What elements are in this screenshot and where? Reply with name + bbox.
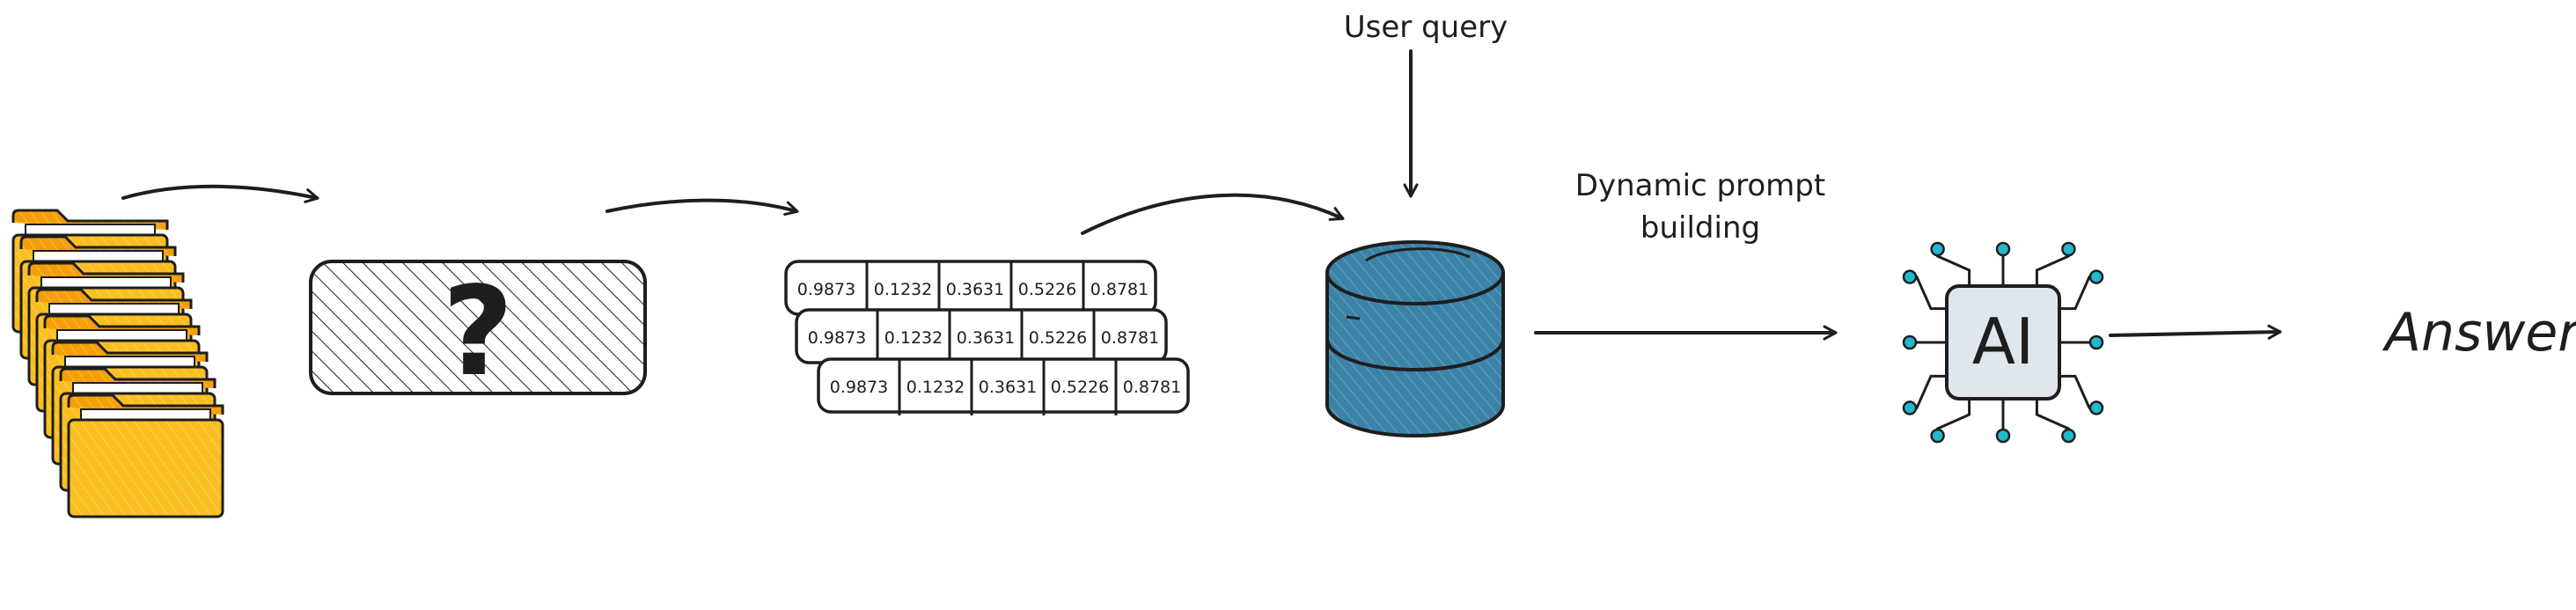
embedding-vectors: 0.9873 0.1232 0.3631 0.5226 0.8781 0.9873 0.12… [784, 260, 1190, 415]
embedding-value: 0.3631 [946, 280, 1004, 299]
ai-chip-label: AI [1972, 305, 2035, 378]
dynamic-prompt-label-line1: Dynamic prompt [1575, 168, 1825, 203]
embedding-value: 0.8781 [1123, 378, 1181, 397]
embedding-value: 0.1232 [874, 280, 932, 299]
question-mark-icon: ? [442, 261, 513, 404]
chip-pins [1902, 241, 2104, 444]
embedding-value: 0.5226 [1018, 280, 1076, 299]
embedding-value: 0.3631 [979, 378, 1037, 397]
embedding-row: 0.9873 0.1232 0.3631 0.5226 0.8781 [795, 308, 1168, 366]
arrow-ai-to-answer [2109, 324, 2282, 340]
arrow-embeddings-to-database [1081, 193, 1345, 235]
answer-label: Answer [2382, 302, 2576, 364]
embedding-value: 0.9873 [797, 280, 855, 299]
unknown-step-box: ? [309, 260, 647, 404]
embedding-value: 0.5226 [1029, 328, 1087, 348]
folder-icon [67, 393, 224, 518]
embedding-value: 0.1232 [884, 328, 943, 348]
embedding-value: 0.5226 [1051, 378, 1109, 397]
user-query-label: User query [1344, 10, 1508, 45]
dynamic-prompt-label-line2: building [1640, 210, 1760, 246]
folder-stack-icon [11, 209, 224, 518]
embedding-value: 0.9873 [830, 378, 888, 397]
arrow-folders-to-unknown [121, 184, 319, 203]
embedding-value: 0.8781 [1101, 328, 1159, 348]
embedding-value: 0.8781 [1090, 280, 1149, 299]
database-icon [1325, 240, 1505, 437]
embedding-value: 0.3631 [957, 328, 1015, 348]
embedding-row: 0.9873 0.1232 0.3631 0.5226 0.8781 [784, 260, 1157, 318]
ai-chip-icon: AI [1902, 241, 2104, 444]
embedding-value: 0.1232 [906, 378, 965, 397]
embedding-value: 0.9873 [808, 328, 866, 348]
arrow-unknown-to-embeddings [605, 198, 799, 217]
embedding-row: 0.9873 0.1232 0.3631 0.5226 0.8781 [817, 357, 1190, 415]
